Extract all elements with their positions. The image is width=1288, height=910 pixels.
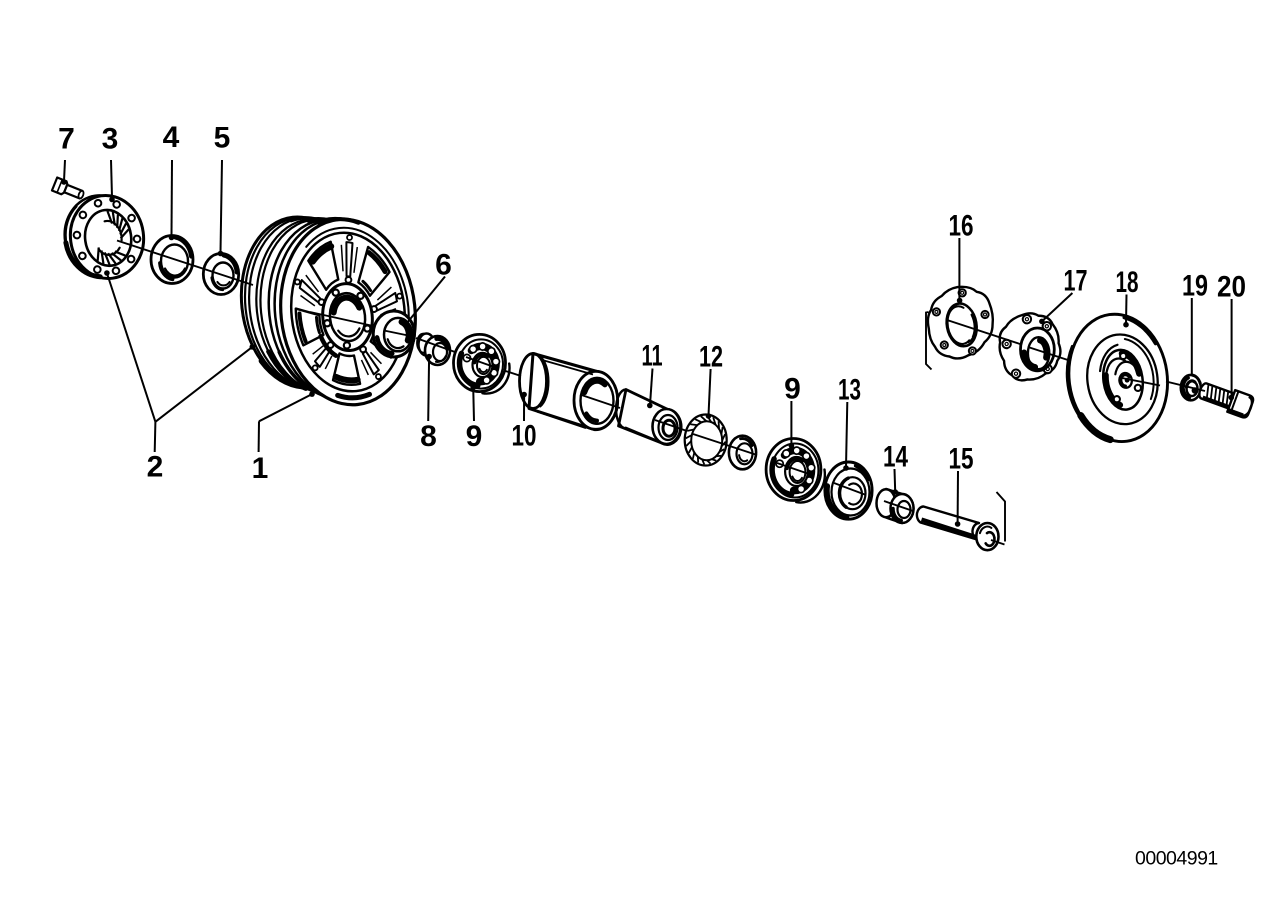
svg-text:15: 15 <box>949 443 974 476</box>
svg-text:9: 9 <box>784 373 801 406</box>
svg-text:1: 1 <box>252 452 269 485</box>
svg-text:20: 20 <box>1217 271 1246 304</box>
svg-text:4: 4 <box>163 121 180 154</box>
svg-text:9: 9 <box>466 420 483 453</box>
svg-text:10: 10 <box>512 420 537 453</box>
svg-text:00004991: 00004991 <box>1135 848 1218 870</box>
svg-text:18: 18 <box>1116 266 1139 299</box>
svg-text:14: 14 <box>883 441 908 474</box>
svg-text:12: 12 <box>699 341 723 374</box>
svg-text:11: 11 <box>642 340 663 373</box>
svg-text:3: 3 <box>102 123 119 156</box>
svg-text:16: 16 <box>949 210 974 243</box>
svg-text:13: 13 <box>838 374 861 407</box>
svg-text:8: 8 <box>420 420 437 453</box>
svg-text:17: 17 <box>1064 265 1088 298</box>
svg-text:7: 7 <box>58 123 75 156</box>
svg-text:5: 5 <box>214 122 231 155</box>
svg-text:19: 19 <box>1182 270 1208 303</box>
svg-text:2: 2 <box>147 451 164 484</box>
svg-text:6: 6 <box>435 249 452 282</box>
